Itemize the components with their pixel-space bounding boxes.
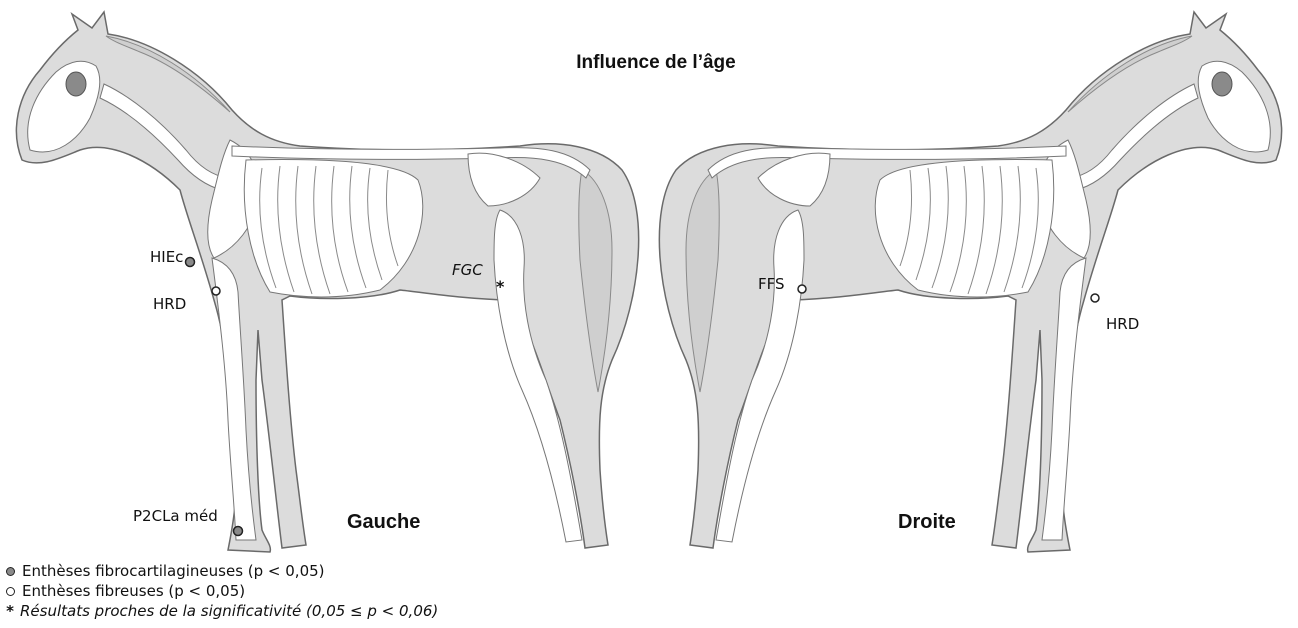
legend-row-near-significant: * Résultats proches de la significativit… [4,601,438,621]
legend: Enthèses fibrocartilagineuses (p < 0,05)… [4,561,438,621]
side-label-gauche: Gauche [347,511,420,533]
marker-dot-hiec [186,258,195,267]
legend-text-fibrocartilaginous: Enthèses fibrocartilagineuses (p < 0,05) [22,561,325,581]
marker-label-ffs: FFS [758,275,785,293]
marker-dot-p2cla-med [234,527,243,536]
filled-dot-icon [6,567,15,576]
marker-label-hrd-right: HRD [1106,315,1139,333]
diagram-title: Influence de l’âge [576,52,735,73]
marker-dot-hrd-left [212,287,220,295]
left-horse-eye [66,72,86,96]
side-label-droite: Droite [898,511,956,533]
open-dot-icon [6,587,15,596]
right-horse-eye [1212,72,1232,96]
left-horse [16,12,638,552]
marker-dot-hrd-right [1091,294,1099,302]
marker-dot-ffs [798,285,806,293]
legend-text-fibrous: Enthèses fibreuses (p < 0,05) [22,581,245,601]
marker-label-fgc: FGC [452,261,483,279]
legend-text-near-significant: Résultats proches de la significativité … [20,601,438,621]
marker-label-p2cla-med: P2CLa méd [133,507,218,525]
marker-star-fgc: * [496,277,505,296]
marker-label-hrd-left: HRD [153,295,186,313]
legend-row-fibrous: Enthèses fibreuses (p < 0,05) [4,581,438,601]
asterisk-icon: * [4,601,16,621]
legend-row-fibrocartilaginous: Enthèses fibrocartilagineuses (p < 0,05) [4,561,438,581]
right-horse [659,12,1281,552]
marker-label-hiec: HIEc [150,248,183,266]
